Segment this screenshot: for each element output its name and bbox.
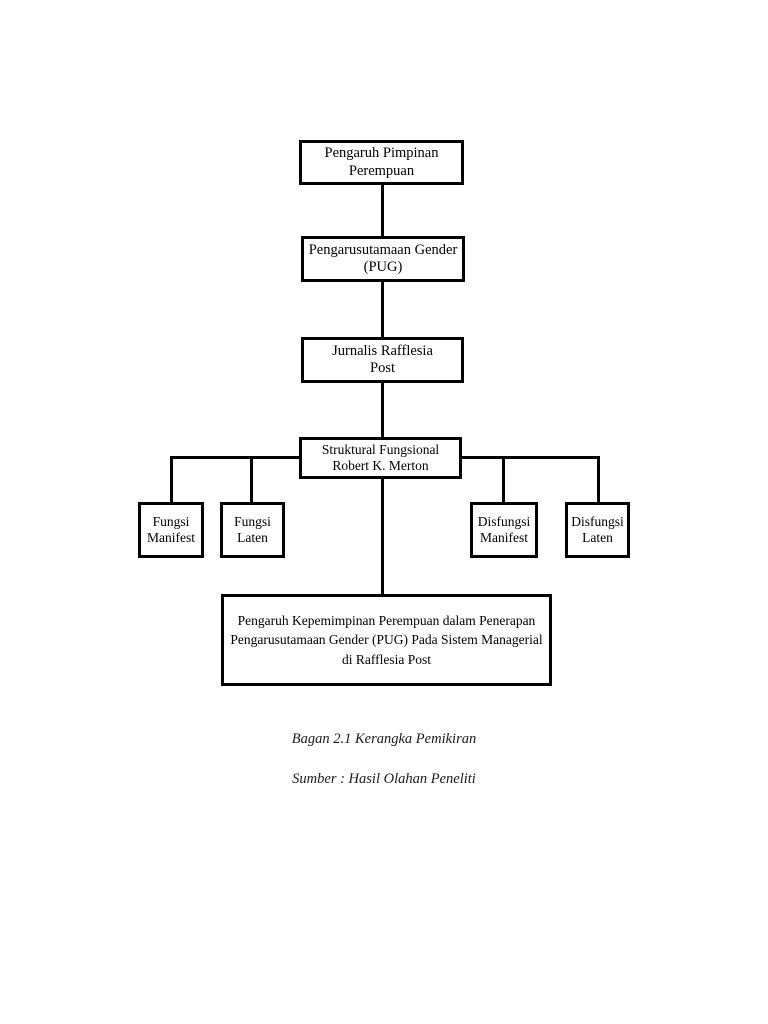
node-label: Disfungsi Laten	[571, 514, 624, 545]
connector-bus-right	[460, 456, 600, 459]
node-pengarusutamaan-gender: Pengarusutamaan Gender (PUG)	[301, 236, 465, 282]
node-label: Pengaruh Pimpinan Perempuan	[324, 145, 439, 179]
node-disfungsi-laten: Disfungsi Laten	[565, 502, 630, 558]
node-label: Fungsi Manifest	[147, 514, 195, 545]
connector-top-to-pug	[381, 184, 384, 237]
node-fungsi-manifest: Fungsi Manifest	[138, 502, 204, 558]
node-label: Pengarusutamaan Gender (PUG)	[308, 241, 458, 275]
node-label: Jurnalis Rafflesia Post	[332, 342, 433, 376]
connector-drop-fungsi-laten	[250, 456, 253, 503]
connector-drop-fungsi-manifest	[170, 456, 173, 503]
node-label: Struktural Fungsional Robert K. Merton	[321, 442, 440, 473]
node-pengaruh-pimpinan-perempuan: Pengaruh Pimpinan Perempuan	[299, 140, 464, 185]
node-struktural-fungsional-merton: Struktural Fungsional Robert K. Merton	[299, 437, 462, 479]
figure-source: Sumber : Hasil Olahan Peneliti	[292, 771, 476, 787]
node-fungsi-laten: Fungsi Laten	[220, 502, 285, 558]
node-conclusion: Pengaruh Kepemimpinan Perempuan dalam Pe…	[221, 594, 552, 686]
node-jurnalis-rafflesia-post: Jurnalis Rafflesia Post	[301, 337, 464, 383]
connector-merton-to-conclusion	[381, 477, 384, 595]
node-label: Disfungsi Manifest	[477, 514, 531, 545]
node-disfungsi-manifest: Disfungsi Manifest	[470, 502, 538, 558]
node-label: Pengaruh Kepemimpinan Perempuan dalam Pe…	[230, 612, 543, 667]
connector-jurnalis-to-merton	[381, 381, 384, 438]
connector-bus-left	[170, 456, 301, 459]
figure-caption: Bagan 2.1 Kerangka Pemikiran	[291, 731, 477, 747]
connector-drop-disfungsi-laten	[597, 456, 600, 503]
connector-drop-disfungsi-manifest	[502, 456, 505, 503]
connector-pug-to-jurnalis	[381, 281, 384, 338]
node-label: Fungsi Laten	[234, 514, 271, 545]
